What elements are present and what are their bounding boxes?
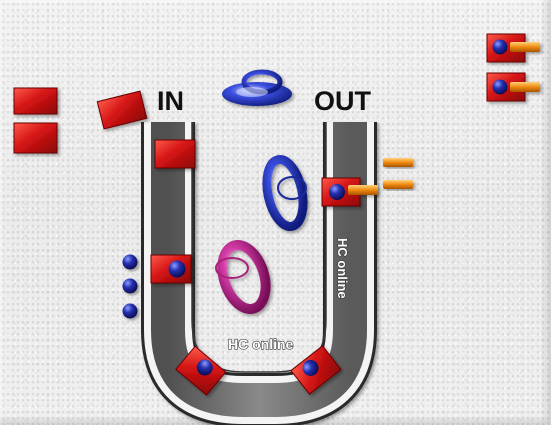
orange-bar-icon [383,158,413,167]
blue-ball-icon [123,255,138,270]
red-block-icon [14,88,57,114]
in-label: IN [157,86,184,116]
pink-ring-icon [215,239,273,314]
blue-ball-icon [123,304,138,319]
out-label: OUT [314,86,372,116]
red-block-ball-icon [151,255,191,283]
red-block-orange-bar-icon [487,34,540,62]
red-block-icon [97,91,146,129]
blue-disc-icon [222,72,292,106]
blue-ball-icon [123,279,138,294]
blue-ring-icon [261,156,308,230]
red-block-icon [155,140,195,168]
track-label-bottom: HC online [228,336,294,352]
red-block-icon [14,123,57,153]
orange-bar-icon [383,180,413,189]
track-label-side: HC online [335,238,350,299]
red-block-orange-bar-icon [487,73,540,101]
